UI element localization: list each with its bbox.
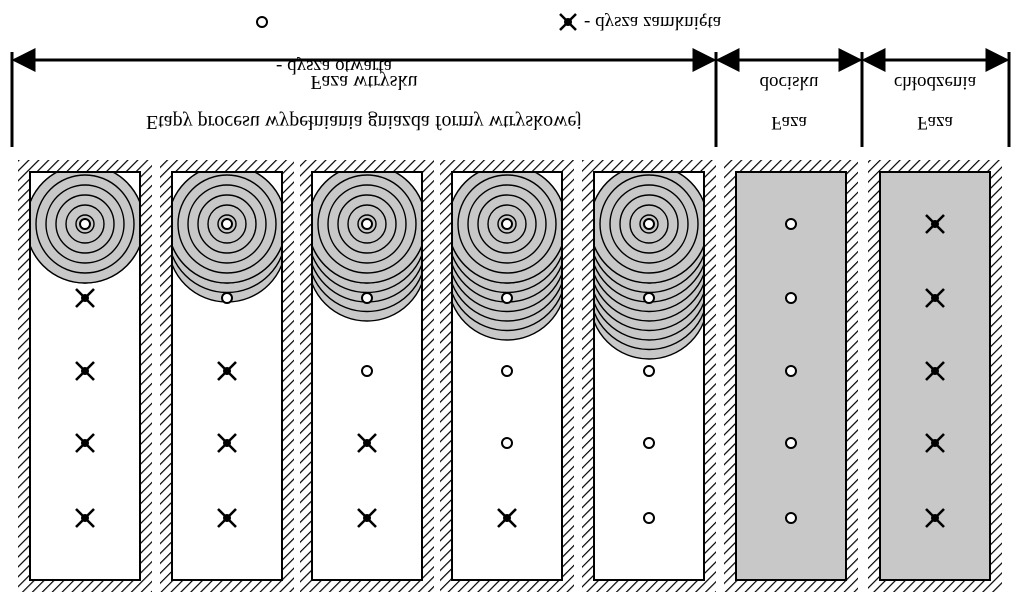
cavity-stage-5: [582, 160, 716, 592]
open-nozzle-icon: [785, 218, 797, 230]
cavity-stage-7: [868, 160, 1002, 592]
cavity-stage-2: [160, 160, 294, 592]
open-nozzle-legend-icon: [256, 16, 268, 28]
injection-phase-title: Faza wtrysku: [310, 71, 417, 93]
phase-header: Faza wtrysku Etapy procesu wypełniania g…: [10, 48, 1011, 147]
open-nozzle-icon: [785, 365, 797, 377]
closed-nozzle-icon: [497, 508, 517, 528]
holding-phase-line1: docisku: [759, 72, 819, 93]
closed-nozzle-icon: [357, 433, 377, 453]
closed-nozzle-icon: [925, 361, 945, 381]
open-nozzle-icon: [361, 365, 373, 377]
cooling-phase-line1: chłodzenia: [894, 72, 977, 93]
open-nozzle-icon: [643, 218, 655, 230]
closed-nozzle-icon: [217, 361, 237, 381]
open-nozzle-icon: [501, 365, 513, 377]
holding-phase-line2: Faza: [771, 112, 807, 133]
cavity-stage-1: [18, 160, 152, 592]
open-nozzle-icon: [221, 292, 233, 304]
open-nozzle-icon: [643, 292, 655, 304]
open-nozzle-icon: [643, 512, 655, 524]
closed-nozzle-icon: [217, 433, 237, 453]
open-nozzle-icon: [501, 218, 513, 230]
closed-nozzle-icon: [357, 508, 377, 528]
cavity-stage-3: [300, 160, 434, 592]
closed-nozzle-icon: [75, 433, 95, 453]
closed-nozzle-icon: [925, 508, 945, 528]
open-nozzle-icon: [785, 437, 797, 449]
closed-nozzle-icon: [75, 508, 95, 528]
cooling-phase-line2: Faza: [917, 112, 953, 133]
open-nozzle-icon: [501, 437, 513, 449]
cavity-stage-6: [724, 160, 858, 592]
closed-nozzle-icon: [925, 214, 945, 234]
injection-phase-subtitle: Etapy procesu wypełniania gniazda formy …: [146, 111, 582, 133]
closed-nozzle-icon: [75, 361, 95, 381]
open-nozzle-icon: [79, 218, 91, 230]
open-nozzle-icon: [643, 365, 655, 377]
open-nozzle-icon: [221, 218, 233, 230]
cavity-panels: [18, 160, 1002, 592]
closed-nozzle-icon: [217, 508, 237, 528]
closed-nozzle-icon: [925, 288, 945, 308]
closed-nozzle-icon: [925, 433, 945, 453]
open-nozzle-icon: [361, 218, 373, 230]
closed-nozzle-legend-icon: [559, 13, 577, 31]
legend-closed-label: - dysza zamknięta: [584, 12, 722, 33]
open-nozzle-icon: [361, 292, 373, 304]
open-nozzle-icon: [785, 292, 797, 304]
open-nozzle-icon: [643, 437, 655, 449]
cavity-stage-4: [440, 160, 574, 592]
open-nozzle-icon: [501, 292, 513, 304]
legend: - dysza otwarta - dysza zamknięta: [256, 12, 722, 77]
open-nozzle-icon: [785, 512, 797, 524]
closed-nozzle-icon: [75, 288, 95, 308]
